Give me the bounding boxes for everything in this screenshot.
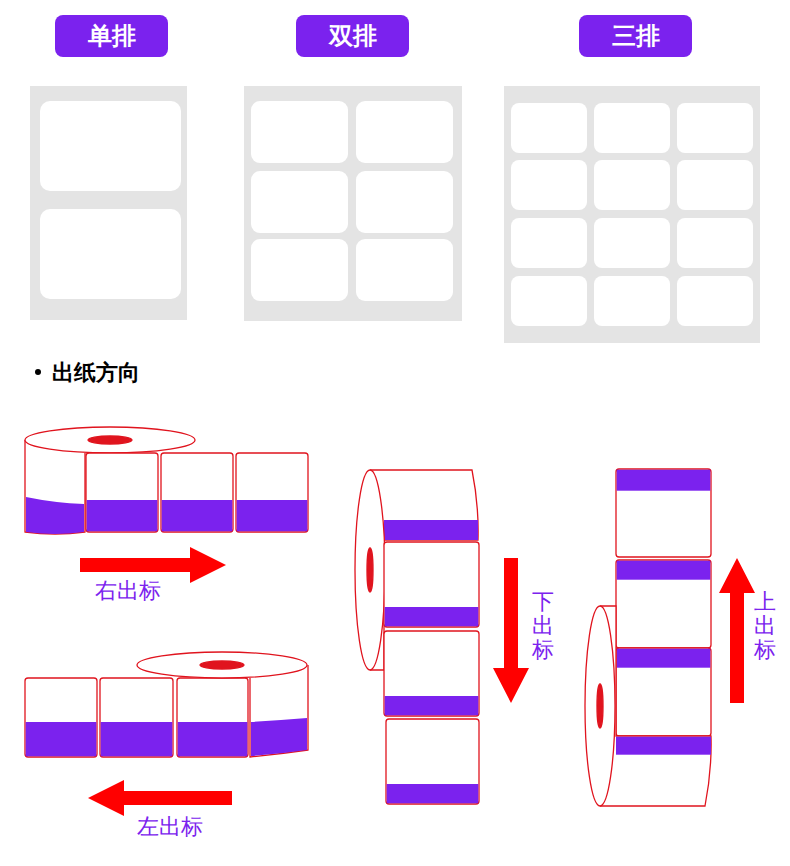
row-type-pill: 双排 <box>296 15 409 57</box>
direction-label: 上出标 <box>754 590 776 663</box>
pill-text: 三排 <box>612 20 660 52</box>
section-heading: 出纸方向 <box>52 358 140 388</box>
roll-left <box>25 652 308 757</box>
direction-label: 左出标 <box>137 812 203 842</box>
arrow-up <box>719 558 755 703</box>
row-type-pill: 单排 <box>55 15 168 57</box>
arrow-right <box>80 547 226 583</box>
roll-down <box>355 470 479 804</box>
label-card <box>40 101 753 326</box>
roll-right <box>25 427 308 534</box>
direction-label: 下出标 <box>532 590 554 663</box>
row-type-pill: 三排 <box>579 15 692 57</box>
pill-text: 单排 <box>88 20 136 52</box>
arrow-down <box>493 558 529 703</box>
bullet <box>35 369 41 375</box>
direction-label: 右出标 <box>95 576 161 606</box>
roll-up <box>585 469 711 806</box>
pill-text: 双排 <box>329 20 377 52</box>
arrow-left <box>88 780 232 816</box>
sheet <box>30 86 760 343</box>
